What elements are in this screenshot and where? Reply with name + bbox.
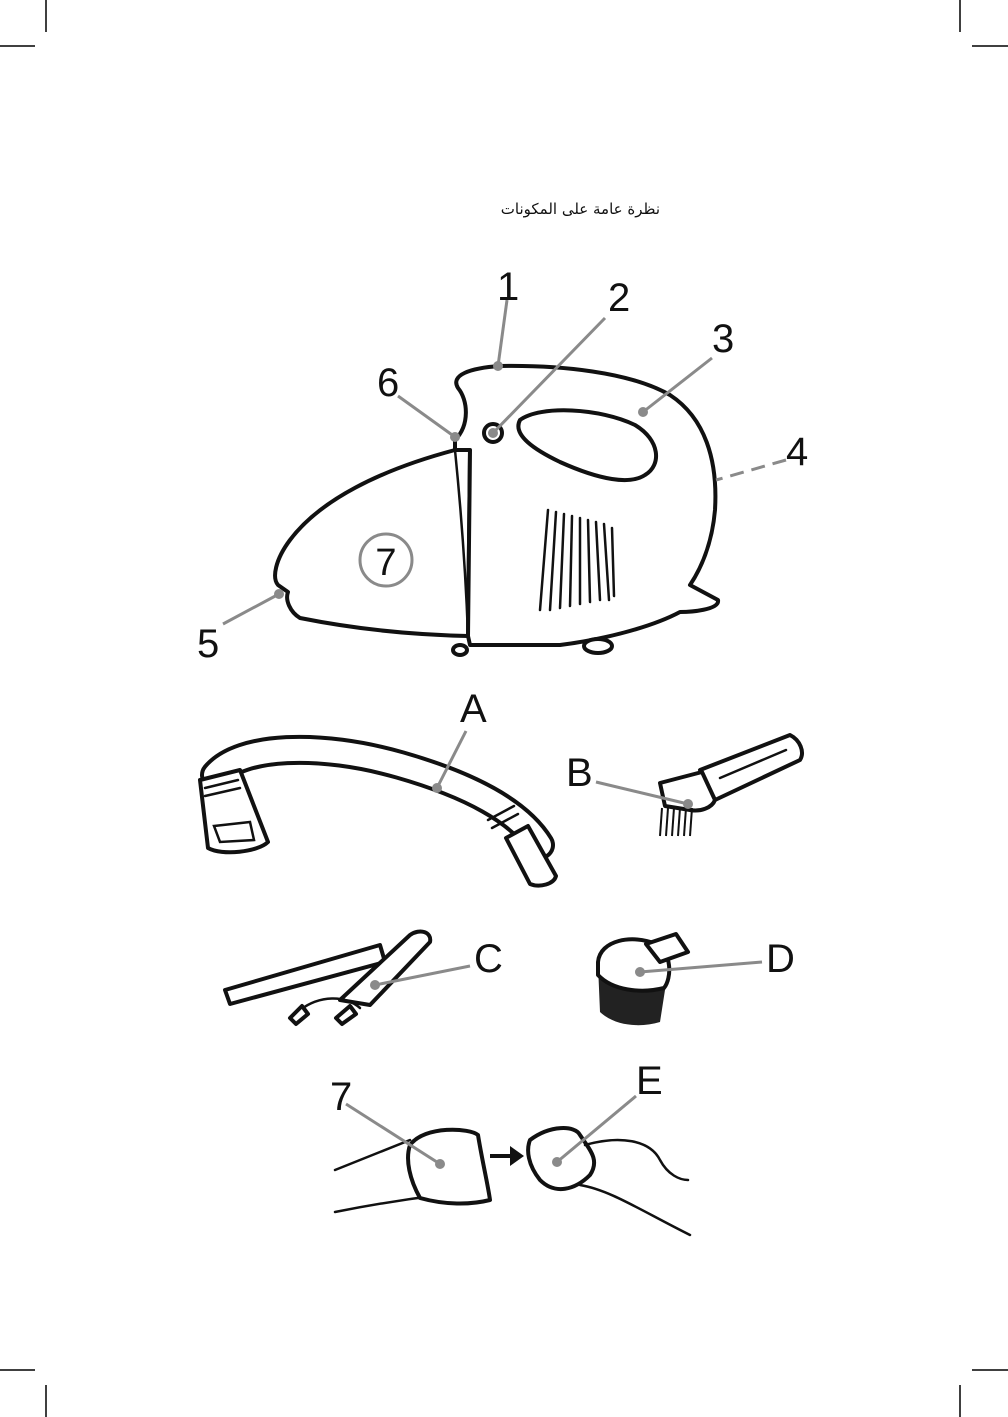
label-A: A [460, 687, 487, 731]
vacuum-main-unit: 7 1 2 3 4 5 6 [197, 265, 808, 666]
callout-4: 4 [786, 430, 808, 474]
label-E: E [636, 1059, 663, 1103]
front-foot [453, 645, 467, 655]
callout-1: 1 [497, 265, 519, 309]
dust-container [275, 450, 470, 636]
filter-step: 7 E [330, 1059, 690, 1235]
label-B: B [566, 751, 593, 795]
rear-foot [584, 639, 612, 653]
label-C: C [474, 937, 503, 981]
accessory-crevice-tool: C [225, 931, 503, 1024]
label-D: D [766, 937, 795, 981]
arrow-icon [490, 1146, 524, 1166]
motor-housing [455, 366, 718, 645]
callout-6: 6 [377, 361, 399, 405]
accessory-brush-d: D [598, 934, 795, 1025]
callout-3: 3 [712, 317, 734, 361]
accessory-brush-b: B [566, 735, 802, 836]
callout-7-inline: 7 [375, 542, 396, 584]
label-7-filter: 7 [330, 1075, 352, 1119]
accessory-hose: A [200, 687, 556, 886]
callout-5: 5 [197, 622, 219, 666]
callout-2: 2 [608, 276, 630, 320]
